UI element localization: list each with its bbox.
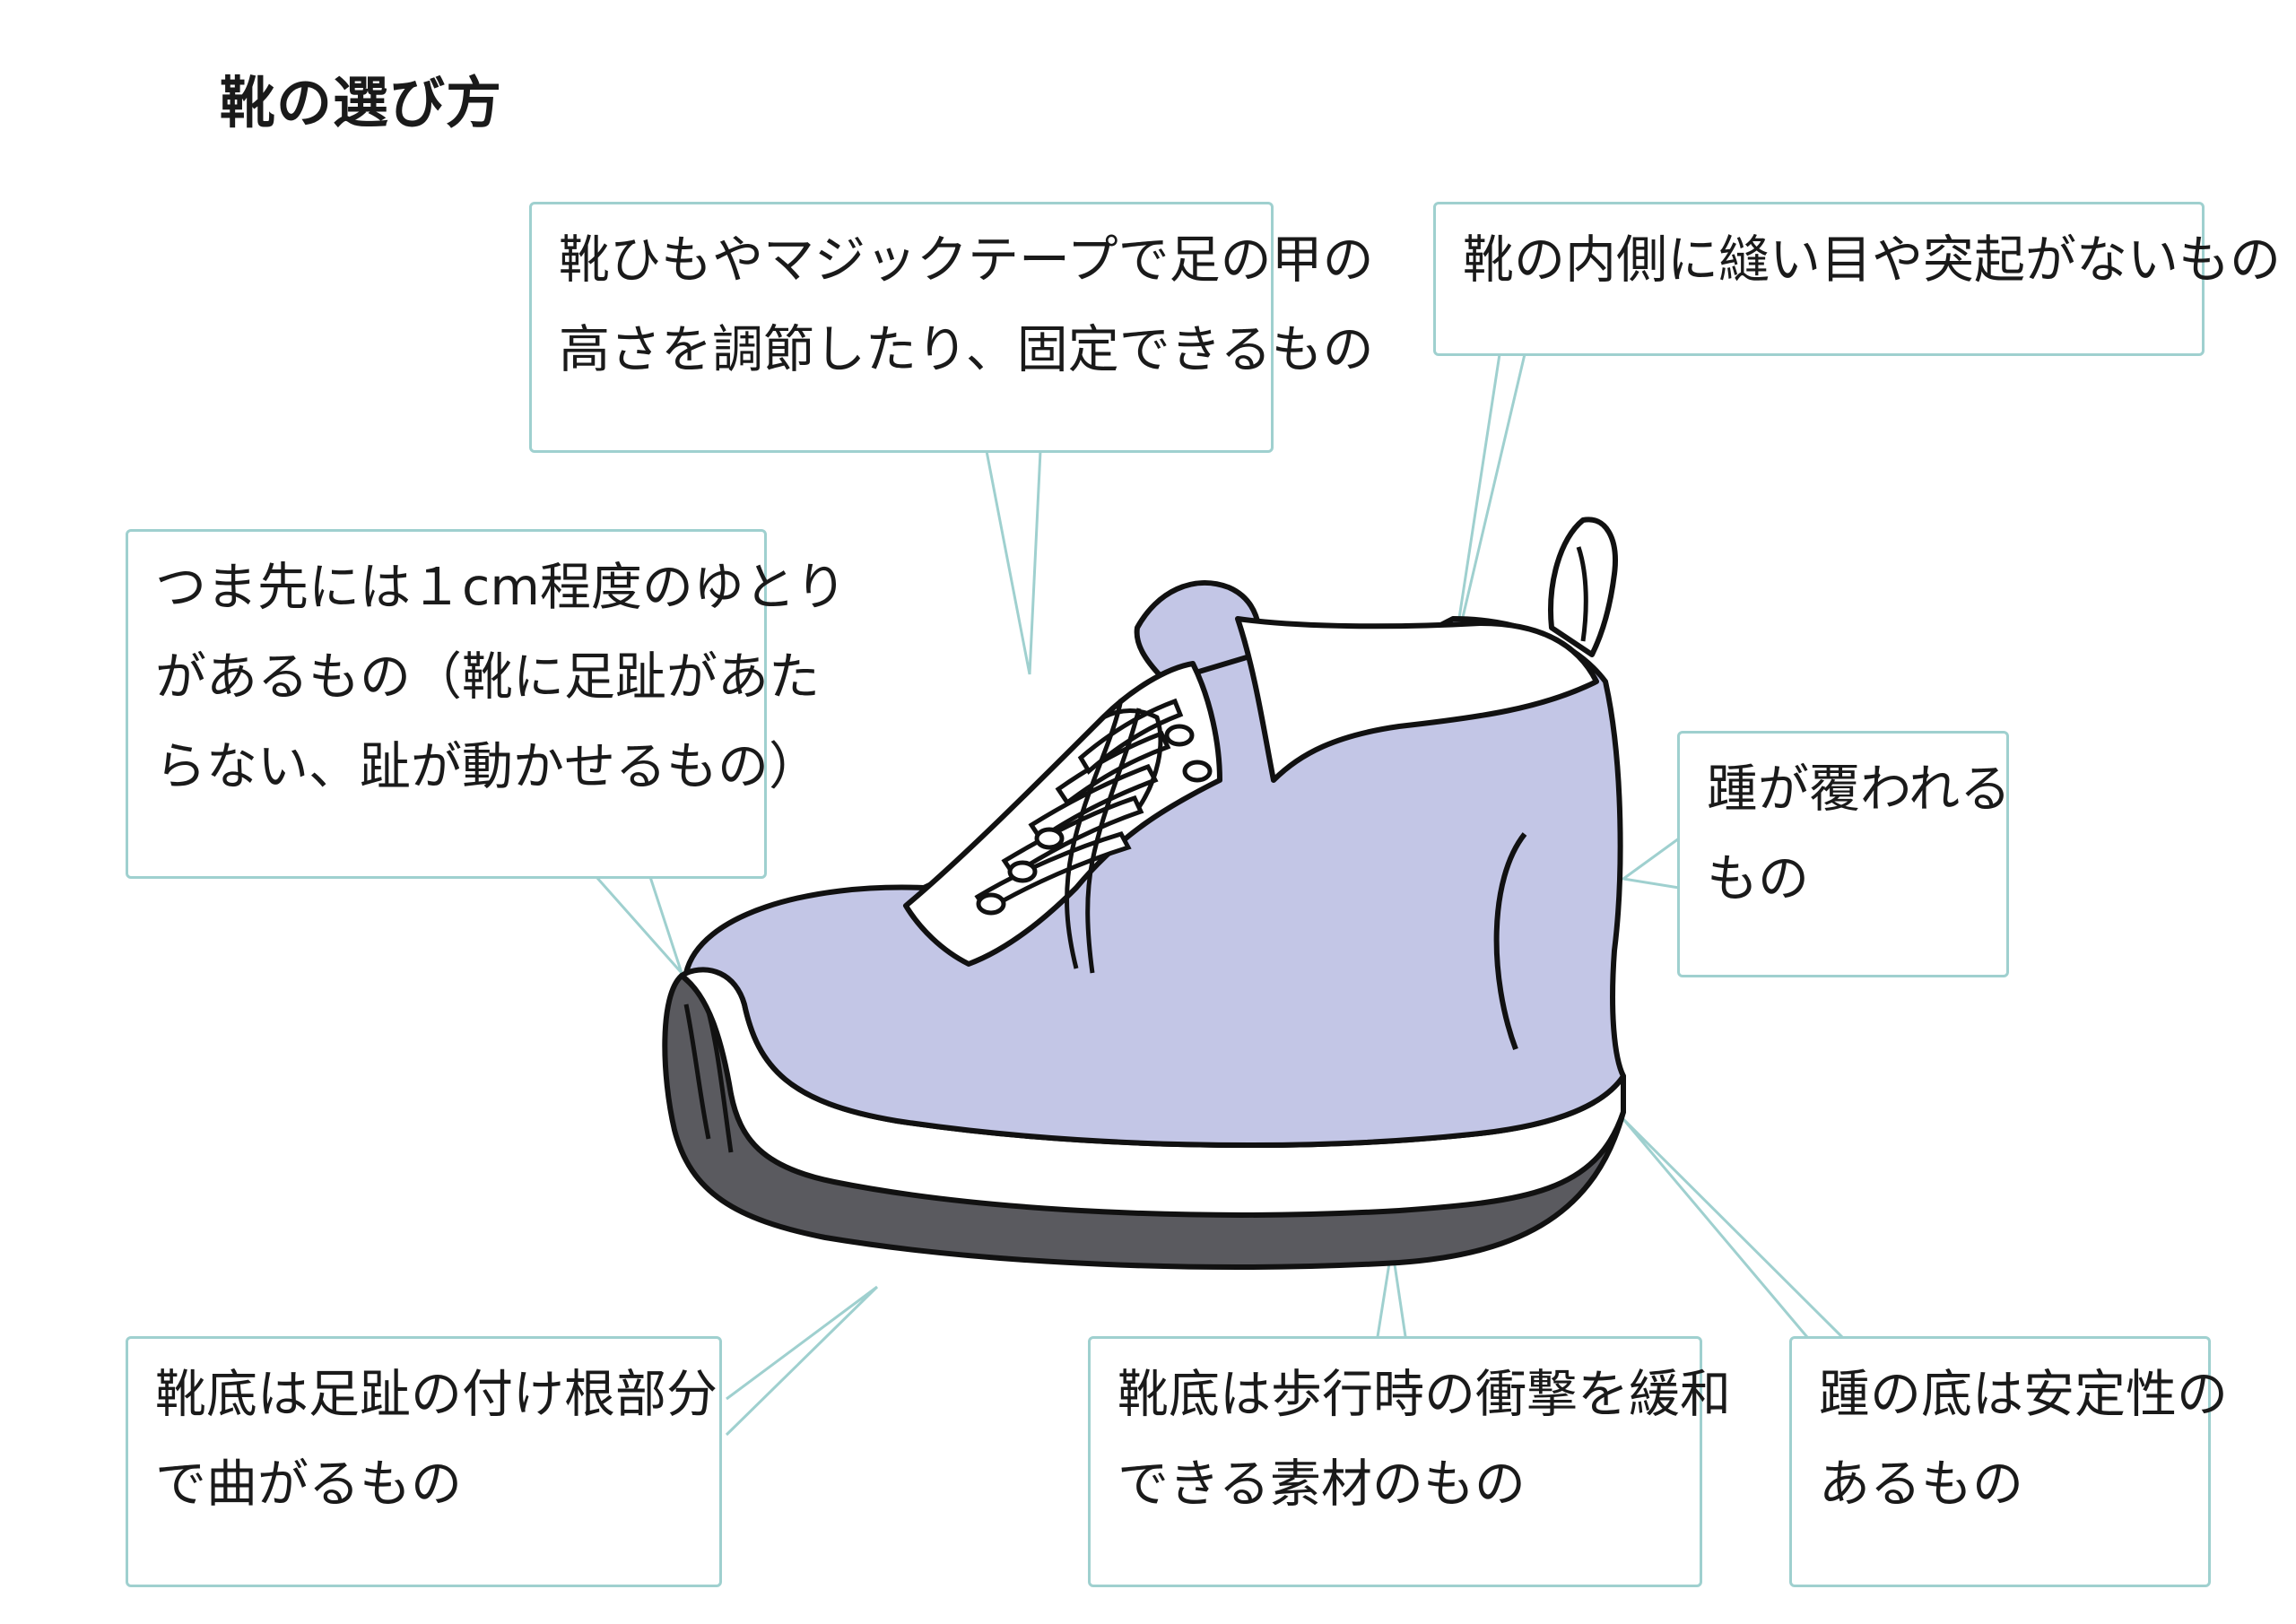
callout-sole-bend-line-1: 靴底は足趾の付け根部分 xyxy=(155,1365,718,1424)
callout-laces-line-2: 高さを調節したり、固定できるもの xyxy=(559,320,1374,379)
callout-heel-sole: 踵の底は安定性の あるもの xyxy=(1789,1336,2228,1587)
callout-sole-material-line-2: できる素材のもの xyxy=(1118,1455,1526,1514)
page-title: 靴の選び方 xyxy=(220,70,503,135)
callout-inside: 靴の内側に縫い目や突起がないもの xyxy=(1433,202,2281,356)
callout-sole-bend: 靴底は足趾の付け根部分 で曲がるもの xyxy=(126,1336,722,1587)
callout-sole-bend-line-2: で曲がるもの xyxy=(155,1455,462,1514)
leader-heel-cover xyxy=(1620,837,1680,890)
laces xyxy=(974,698,1184,974)
collar-shape xyxy=(1235,616,1599,783)
eyelets xyxy=(976,724,1213,916)
callout-sole-material: 靴底は歩行時の衝撃を緩和 できる素材のもの xyxy=(1088,1336,1731,1587)
callout-inside-line-1: 靴の内側に縫い目や突起がないもの xyxy=(1463,230,2281,290)
callout-toe-line-1: つま先には１cm程度のゆとり xyxy=(155,558,847,617)
callout-heel-cover-line-1: 踵が覆われる xyxy=(1707,760,2012,819)
leader-heel-sole xyxy=(1622,1117,1849,1344)
callout-laces: 靴ひもやマジックテープで足の甲の 高さを調節したり、固定できるもの xyxy=(529,202,1374,453)
callout-heel-cover-line-2: もの xyxy=(1707,849,1809,908)
callout-toe-line-3: らない、趾が動かせるもの） xyxy=(155,737,820,796)
callout-sole-material-line-1: 靴底は歩行時の衝撃を緩和 xyxy=(1118,1365,1731,1424)
callout-heel-cover: 踵が覆われる もの xyxy=(1677,731,2012,977)
callout-laces-line-1: 靴ひもやマジックテープで足の甲の xyxy=(559,230,1374,290)
callout-toe-line-2: があるもの（靴に足趾があた xyxy=(155,647,820,707)
leader-toe xyxy=(595,876,683,974)
callout-heel-sole-line-1: 踵の底は安定性の xyxy=(1819,1365,2228,1424)
callout-heel-sole-line-2: あるもの xyxy=(1819,1455,2023,1514)
heel-tab-shape xyxy=(1548,517,1618,657)
leader-inside xyxy=(1451,353,1526,660)
leader-laces xyxy=(985,450,1042,675)
tongue-shape xyxy=(1134,580,1262,684)
leader-sole-bend xyxy=(725,1285,879,1437)
leader-lines xyxy=(595,353,1849,1437)
callout-toe: つま先には１cm程度のゆとり があるもの（靴に足趾があた らない、趾が動かせるも… xyxy=(126,529,847,879)
